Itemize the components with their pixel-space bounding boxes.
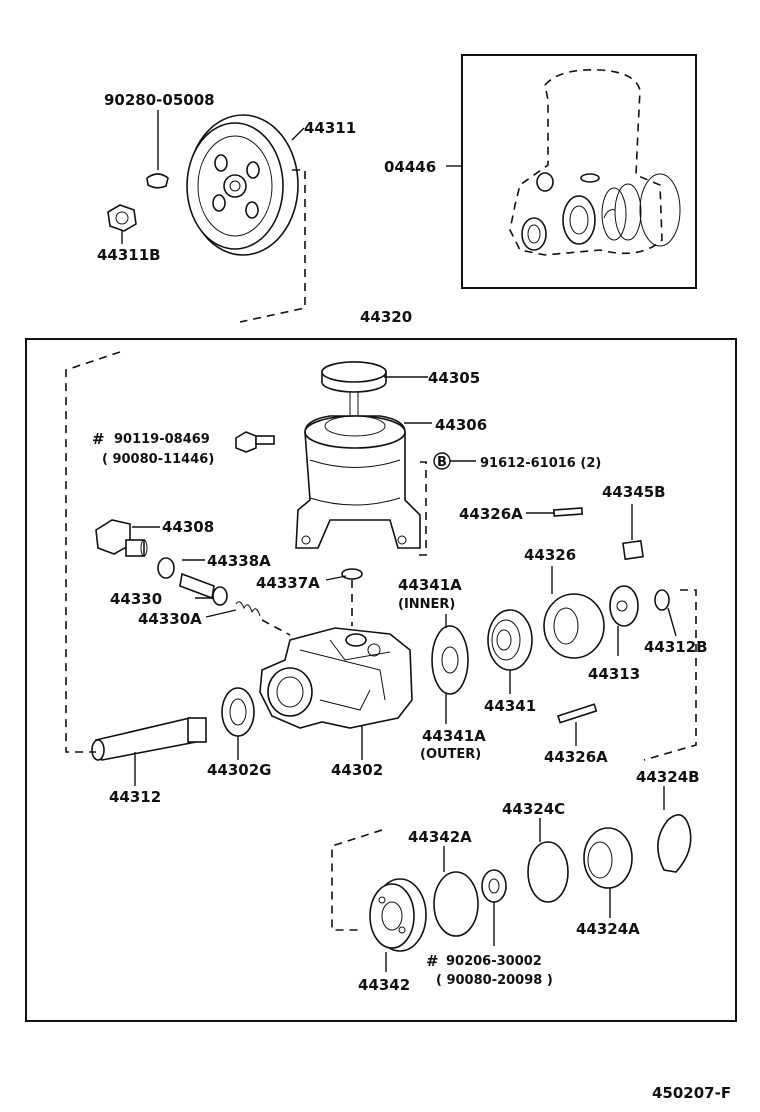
label-90119-08469: 90119-08469 [114, 432, 210, 447]
label-44341: 44341 [484, 697, 536, 715]
overhaul-kit-box [461, 54, 697, 289]
label-90080-20098: ( 90080-20098 ) [436, 973, 553, 988]
label-44338A: 44338A [207, 552, 271, 570]
pin-44326A-top-drawing [552, 507, 584, 517]
reservoir-cap-drawing [321, 361, 387, 415]
label-44326: 44326 [524, 546, 576, 564]
label-44345B: 44345B [602, 483, 666, 501]
label-44326A-bottom: 44326A [544, 748, 608, 766]
label-90206-30002: 90206-30002 [446, 954, 542, 969]
label-44341A-inner: 44341A [398, 576, 462, 594]
snap-ring-44312B-drawing [654, 589, 670, 611]
side-plate-44341A-drawing [431, 625, 469, 695]
label-assembly-44320: 44320 [360, 308, 412, 326]
pulley-nut-drawing [107, 204, 137, 232]
snap-ring-90206-drawing [481, 869, 507, 903]
union-fitting-drawing [95, 519, 148, 557]
oring-44338A-drawing [157, 557, 175, 579]
pump-assembly-box [25, 338, 737, 1022]
pump-shaft-drawing [91, 717, 207, 761]
label-44312: 44312 [109, 788, 161, 806]
hash-symbol-2: # [426, 952, 439, 970]
label-44324A: 44324A [576, 920, 640, 938]
label-44341A-outer: 44341A [422, 727, 486, 745]
snap-ring-44324B-drawing [657, 814, 692, 873]
b-marker [433, 452, 451, 470]
diagram-id: 450207-F [652, 1084, 731, 1102]
label-44337A: 44337A [256, 574, 320, 592]
woodruff-key-drawing [146, 173, 169, 189]
label-44342A: 44342A [408, 828, 472, 846]
label-44311B: 44311B [97, 246, 161, 264]
pump-body-drawing [259, 627, 413, 729]
bearing-44302G-drawing [221, 687, 255, 737]
label-44302: 44302 [331, 761, 383, 779]
label-44330A: 44330A [138, 610, 202, 628]
label-04446: 04446 [384, 158, 436, 176]
label-44342: 44342 [358, 976, 410, 994]
b-marker-text: B [437, 455, 447, 470]
rotor-drawing [609, 585, 639, 627]
label-90080-11446: ( 90080-11446) [102, 452, 214, 467]
label-44308: 44308 [162, 518, 214, 536]
label-44313: 44313 [588, 665, 640, 683]
gasket-44337A-drawing [341, 568, 363, 580]
valve-spring-drawing [235, 601, 261, 617]
pin-44326A-bottom-drawing [556, 703, 598, 724]
cam-ring-drawing [543, 593, 605, 659]
label-44312B: 44312B [644, 638, 708, 656]
label-91612-61016: 91612-61016 (2) [480, 456, 601, 471]
label-44305: 44305 [428, 369, 480, 387]
label-44324C: 44324C [502, 800, 565, 818]
flow-control-valve-drawing [179, 572, 228, 606]
label-44326A-top: 44326A [459, 505, 523, 523]
label-44311: 44311 [304, 119, 356, 137]
label-90280-05008: 90280-05008 [104, 91, 215, 109]
hash-symbol-1: # [92, 430, 105, 448]
pulley-drawing [186, 114, 305, 256]
label-44306: 44306 [435, 416, 487, 434]
label-44302G: 44302G [207, 761, 272, 779]
rear-housing-44342-drawing [369, 878, 427, 952]
side-plate-44341-drawing [487, 609, 533, 671]
oring-44342A-drawing [433, 871, 479, 937]
reservoir-tank-drawing [295, 415, 421, 549]
oring-44324C-drawing [527, 841, 569, 903]
front-housing-44324A-drawing [583, 827, 633, 889]
reservoir-bolt-drawing [235, 431, 275, 453]
label-44324B: 44324B [636, 768, 700, 786]
label-outer-note: (OUTER) [420, 747, 481, 762]
label-44330: 44330 [110, 590, 162, 608]
overhaul-kit-drawing [509, 68, 681, 256]
seal-44345B-drawing [622, 539, 644, 561]
label-inner-note: (INNER) [398, 597, 455, 612]
